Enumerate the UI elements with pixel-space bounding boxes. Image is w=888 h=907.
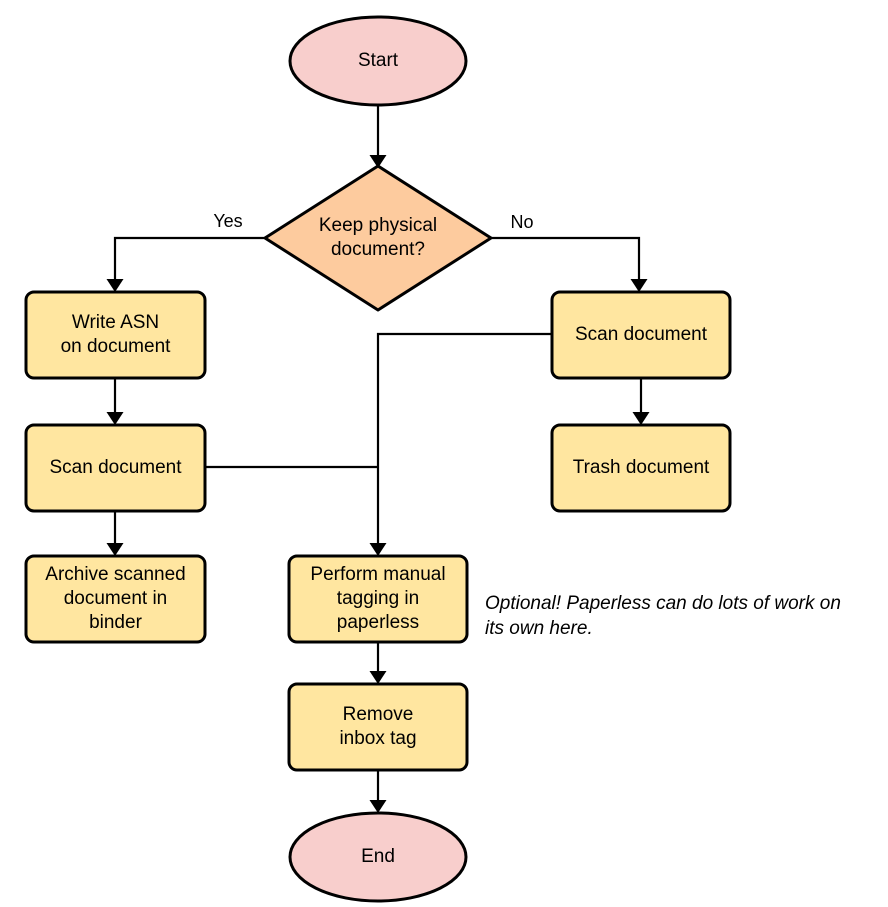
node-write-asn[interactable] [24, 290, 207, 380]
process-shape [24, 423, 207, 513]
edge-decision-no-to-scan-right [491, 236, 648, 292]
arrow-head-icon [106, 543, 124, 556]
node-label-scan-document-right: Scan document [575, 324, 708, 345]
arrow-head-icon [369, 671, 387, 684]
arrow-head-icon [106, 279, 124, 292]
edge-decision-yes-to-write-asn [106, 236, 265, 292]
node-label-start: Start [358, 50, 399, 71]
edge-start-to-decision [369, 105, 387, 168]
edge-scan-left-to-archive [106, 511, 124, 556]
arrow-head-icon [632, 412, 650, 425]
annotation-optional-note: Optional! Paperless can do lots of work … [485, 593, 841, 639]
decision-shape [263, 164, 493, 312]
node-manual-tagging[interactable] [287, 554, 469, 644]
edge-label-decision-yes-to-write-asn: Yes [213, 211, 242, 231]
arrow-head-icon [369, 155, 387, 168]
node-trash-document[interactable] [550, 423, 732, 513]
edge-scan-right-to-tagging [369, 332, 552, 556]
terminator-shape [288, 811, 468, 903]
node-scan-document-left[interactable] [24, 423, 207, 513]
edge-scan-right-to-trash [632, 378, 650, 425]
node-remove-inbox-tag[interactable] [287, 682, 469, 772]
edge-write-asn-to-scan-left [106, 378, 124, 425]
node-label-trash-document: Trash document [573, 457, 710, 478]
edge-path [491, 236, 641, 286]
process-shape [550, 290, 732, 380]
edges-layer [106, 105, 650, 813]
process-shape [24, 554, 207, 644]
node-decision-keep-physical[interactable] [263, 164, 493, 312]
process-shape [550, 423, 732, 513]
edge-tagging-to-remove-inbox [369, 642, 387, 684]
edge-path [113, 236, 265, 286]
arrow-head-icon [369, 543, 387, 556]
node-start[interactable] [288, 15, 468, 107]
process-shape [287, 682, 469, 772]
annotations-layer: Optional! Paperless can do lots of work … [485, 593, 841, 639]
node-label-end: End [361, 846, 395, 867]
arrow-head-icon [369, 800, 387, 813]
terminator-shape [288, 15, 468, 107]
node-label-scan-document-left: Scan document [49, 457, 182, 478]
edge-path [376, 332, 552, 550]
arrow-head-icon [106, 412, 124, 425]
process-shape [24, 290, 207, 380]
node-archive-binder[interactable] [24, 554, 207, 644]
node-scan-document-right[interactable] [550, 290, 732, 380]
edge-label-decision-no-to-scan-right: No [510, 212, 533, 232]
node-end[interactable] [288, 811, 468, 903]
edge-labels-layer: Yes No [213, 211, 533, 232]
arrow-head-icon [630, 279, 648, 292]
process-shape [287, 554, 469, 644]
edge-remove-inbox-to-end [369, 770, 387, 813]
